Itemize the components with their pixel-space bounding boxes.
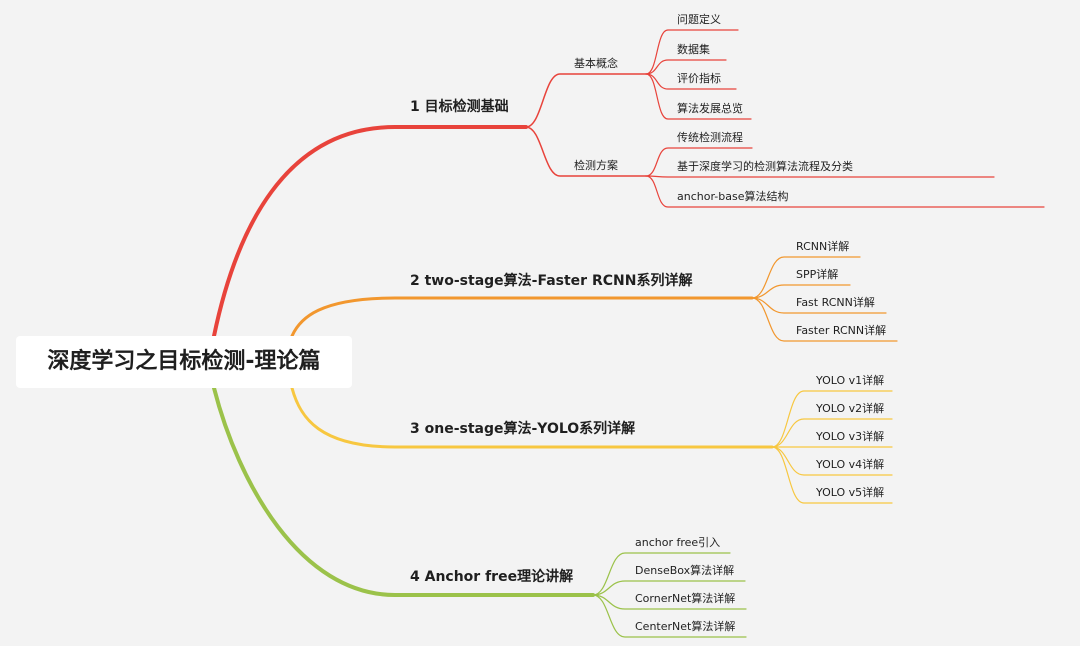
- connector-leaf-11: [751, 297, 898, 342]
- connector-leaf-5: [645, 147, 753, 177]
- leaf-metrics[interactable]: 评价指标: [677, 72, 721, 85]
- branch-4-label[interactable]: 4 Anchor free理论讲解: [410, 569, 574, 585]
- connector-leaf-16: [771, 446, 893, 504]
- connector-leaf-1: [645, 29, 739, 75]
- connector-leaf-10: [751, 297, 887, 314]
- leaf-dl-pipeline[interactable]: 基于深度学习的检测算法流程及分类: [677, 160, 853, 173]
- leaf-spp[interactable]: SPP详解: [796, 268, 839, 281]
- leaf-yolo-v5[interactable]: YOLO v5详解: [816, 486, 885, 499]
- leaf-rcnn[interactable]: RCNN详解: [796, 240, 850, 253]
- leaf-anchor-base-structure[interactable]: anchor-base算法结构: [677, 190, 789, 203]
- leaf-yolo-v3[interactable]: YOLO v3详解: [816, 430, 885, 443]
- connector-leaf-8: [751, 256, 861, 299]
- group-basic-concepts[interactable]: 基本概念: [574, 57, 618, 70]
- connector-leaf-7: [645, 175, 1045, 208]
- branch-3-label[interactable]: 3 one-stage算法-YOLO系列详解: [410, 421, 636, 437]
- leaf-yolo-v4[interactable]: YOLO v4详解: [816, 458, 885, 471]
- leaf-traditional-pipeline[interactable]: 传统检测流程: [677, 131, 743, 144]
- connector-branch-2: [290, 296, 754, 338]
- leaf-cornernet[interactable]: CornerNet算法详解: [635, 592, 736, 605]
- leaf-fast-rcnn[interactable]: Fast RCNN详解: [796, 296, 875, 309]
- leaf-centernet[interactable]: CenterNet算法详解: [635, 620, 736, 633]
- connector-group-basic: [525, 73, 647, 128]
- connector-leaf-6: [645, 175, 995, 178]
- connector-group-scheme: [525, 126, 647, 177]
- leaf-algorithm-overview[interactable]: 算法发展总览: [677, 102, 743, 115]
- root-label: 深度学习之目标检测-理论篇: [47, 349, 321, 374]
- connector-leaf-3: [645, 73, 737, 90]
- connector-leaf-18: [592, 580, 746, 596]
- leaf-anchor-free-intro[interactable]: anchor free引入: [635, 536, 721, 549]
- leaf-yolo-v2[interactable]: YOLO v2详解: [816, 402, 885, 415]
- branch-1-label[interactable]: 1 目标检测基础: [410, 99, 509, 115]
- leaf-faster-rcnn[interactable]: Faster RCNN详解: [796, 324, 887, 337]
- connector-leaf-17: [592, 552, 731, 596]
- connector-branch-1: [212, 125, 528, 338]
- connector-leaf-19: [592, 594, 747, 610]
- connector-leaf-20: [592, 594, 747, 638]
- connector-leaf-2: [645, 59, 727, 75]
- branch-2-label[interactable]: 2 two-stage算法-Faster RCNN系列详解: [410, 273, 693, 289]
- connector-leaf-12: [771, 390, 893, 448]
- connector-branch-4: [212, 386, 595, 597]
- root-node[interactable]: 深度学习之目标检测-理论篇: [16, 336, 352, 388]
- leaf-densebox[interactable]: DenseBox算法详解: [635, 564, 735, 577]
- connector-leaf-9: [751, 284, 851, 299]
- connector-leaf-4: [645, 73, 752, 120]
- leaf-yolo-v1[interactable]: YOLO v1详解: [816, 374, 885, 387]
- connector-leaf-13: [771, 418, 893, 448]
- group-detection-schemes[interactable]: 检测方案: [574, 159, 618, 172]
- leaf-datasets[interactable]: 数据集: [677, 43, 710, 56]
- leaf-problem-definition[interactable]: 问题定义: [677, 13, 721, 26]
- connector-branch-3: [290, 386, 774, 449]
